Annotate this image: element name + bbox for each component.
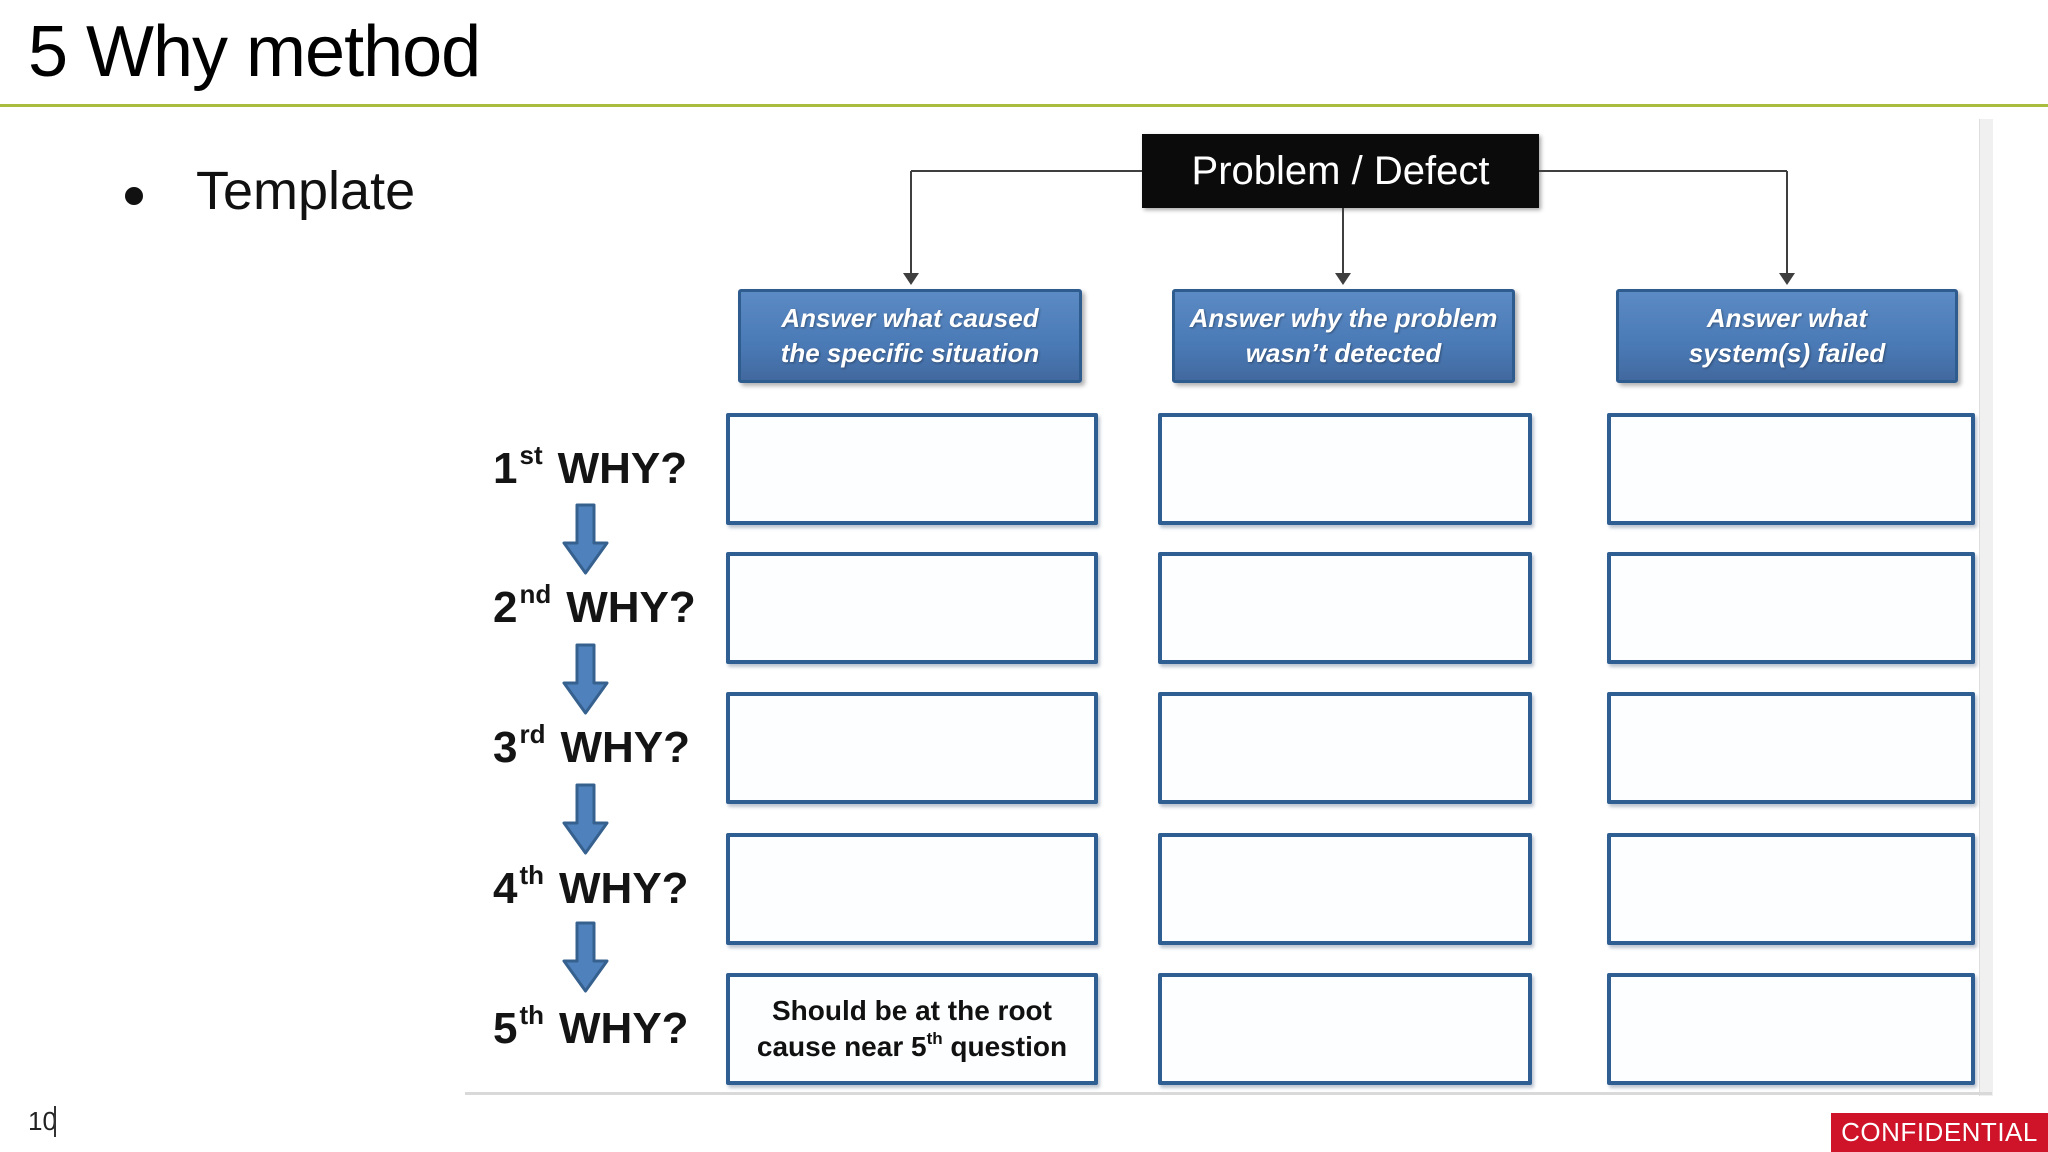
bullet-dot [125,187,143,205]
answer-cell-why5-detection [1158,973,1532,1085]
connector-right-horizontal [1539,170,1787,172]
arrowhead-right-icon [1779,273,1795,285]
answer-cell-why2-cause [726,552,1098,664]
slide-title: 5 Why method [28,12,481,92]
confidential-label: CONFIDENTIAL [1841,1117,2038,1147]
column-header-cause: Answer what caused the specific situatio… [738,289,1082,383]
title-divider [0,104,2048,107]
answer-cell-why5-system [1607,973,1975,1085]
bullet-item-label: Template [196,161,416,221]
root-cause-note: Should be at the root cause near 5th que… [730,977,1094,1081]
answer-cell-why4-system [1607,833,1975,945]
answer-cell-why2-system [1607,552,1975,664]
answer-cell-why4-detection [1158,833,1532,945]
answer-cell-why3-detection [1158,692,1532,804]
answer-cell-why3-cause [726,692,1098,804]
diagram-bottom-edge [465,1092,1992,1095]
answer-cell-why3-system [1607,692,1975,804]
answer-cell-why1-cause [726,413,1098,525]
connector-right-vertical [1786,171,1788,274]
root-cause-note-line2: cause near 5th question [756,1028,1068,1062]
text-cursor [54,1106,56,1137]
down-arrow-icon [562,643,609,715]
down-arrow-icon [562,783,609,855]
column-header-system: Answer what system(s) failed [1616,289,1958,383]
scrollbar-artifact [1979,119,1993,1096]
connector-middle-vertical [1342,208,1344,274]
arrowhead-middle-icon [1335,273,1351,285]
root-cause-note-line1: Should be at the root [772,994,1052,1026]
answer-cell-why1-system [1607,413,1975,525]
column-header-detection-line1: Answer why the problem [1189,302,1498,333]
arrowhead-left-icon [903,273,919,285]
column-header-cause-line1: Answer what caused [781,302,1039,333]
column-header-detection-line2: wasn’t detected [1245,338,1442,368]
page-number: 10 [28,1106,57,1136]
answer-cell-why1-detection [1158,413,1532,525]
confidential-badge: CONFIDENTIAL [1831,1113,2048,1152]
problem-defect-box: Problem / Defect [1142,134,1539,208]
connector-left-vertical [910,171,912,274]
connector-left-horizontal [911,170,1142,172]
column-header-system-line2: system(s) failed [1688,338,1886,368]
column-header-system-line1: Answer what [1706,302,1868,333]
answer-cell-why2-detection [1158,552,1532,664]
down-arrow-icon [562,503,609,575]
down-arrow-icon [562,921,609,993]
answer-cell-why5-cause-note: Should be at the root cause near 5th que… [726,973,1098,1085]
answer-cell-why4-cause [726,833,1098,945]
problem-defect-label: Problem / Defect [1191,148,1490,193]
column-header-cause-line2: the specific situation [780,338,1040,368]
column-header-detection: Answer why the problem wasn’t detected [1172,289,1515,383]
